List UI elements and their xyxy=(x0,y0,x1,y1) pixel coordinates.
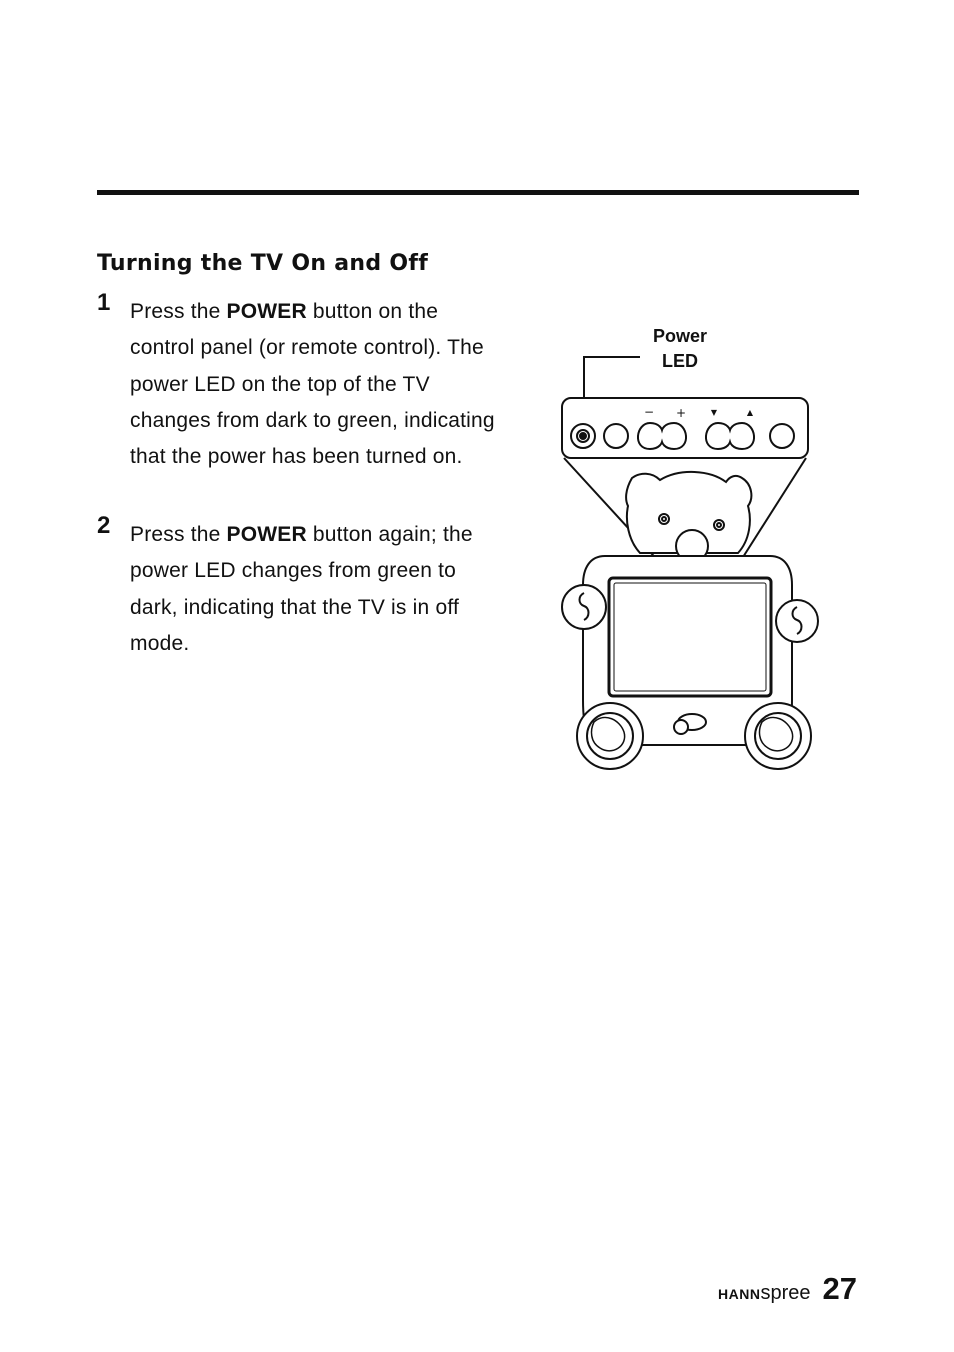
power-keyword: POWER xyxy=(226,300,307,323)
brand-logo: HANNspree xyxy=(718,1282,810,1305)
tv-illustration: − + ▼ ▲ xyxy=(561,356,819,770)
bear-head xyxy=(625,470,753,554)
header-rule xyxy=(97,190,859,195)
control-panel xyxy=(561,397,809,459)
power-led xyxy=(576,429,590,443)
step-1: 1 Press the POWER button on the control … xyxy=(97,289,507,475)
input-button xyxy=(769,423,795,449)
power-keyword: POWER xyxy=(226,523,307,546)
callout-line: LED xyxy=(662,351,698,371)
tv-screen xyxy=(607,576,773,698)
volume-down-symbol: − xyxy=(644,405,654,419)
brand-light-part: spree xyxy=(760,1282,811,1304)
section-heading: Turning the TV On and Off xyxy=(97,251,429,276)
bear-eye xyxy=(658,513,670,525)
step-text-part: button on the control panel (or remote c… xyxy=(130,300,495,469)
page-number: 27 xyxy=(822,1271,857,1306)
step-number: 1 xyxy=(97,289,111,316)
power-led-callout: Power LED xyxy=(628,324,732,374)
step-text: Press the POWER button on the control pa… xyxy=(130,294,507,475)
page-footer: HANNspree 27 xyxy=(718,1271,857,1307)
brand-bold-part: HANN xyxy=(718,1286,761,1302)
power-button xyxy=(570,423,596,449)
volume-up-symbol: + xyxy=(676,406,686,420)
channel-rocker xyxy=(705,421,755,451)
step-text-part: Press the xyxy=(130,300,227,323)
step-text: Press the POWER button again; the power … xyxy=(130,517,507,662)
step-text-part: button again; the power LED changes from… xyxy=(130,523,473,655)
step-number: 2 xyxy=(97,512,111,539)
callout-line: Power xyxy=(652,326,708,346)
volume-rocker xyxy=(637,421,687,451)
step-text-part: Press the xyxy=(130,523,227,546)
channel-down-symbol: ▼ xyxy=(711,408,718,417)
channel-up-symbol: ▲ xyxy=(747,408,754,417)
step-2: 2 Press the POWER button again; the powe… xyxy=(97,512,507,662)
bear-eye xyxy=(713,519,725,531)
menu-button xyxy=(603,423,629,449)
